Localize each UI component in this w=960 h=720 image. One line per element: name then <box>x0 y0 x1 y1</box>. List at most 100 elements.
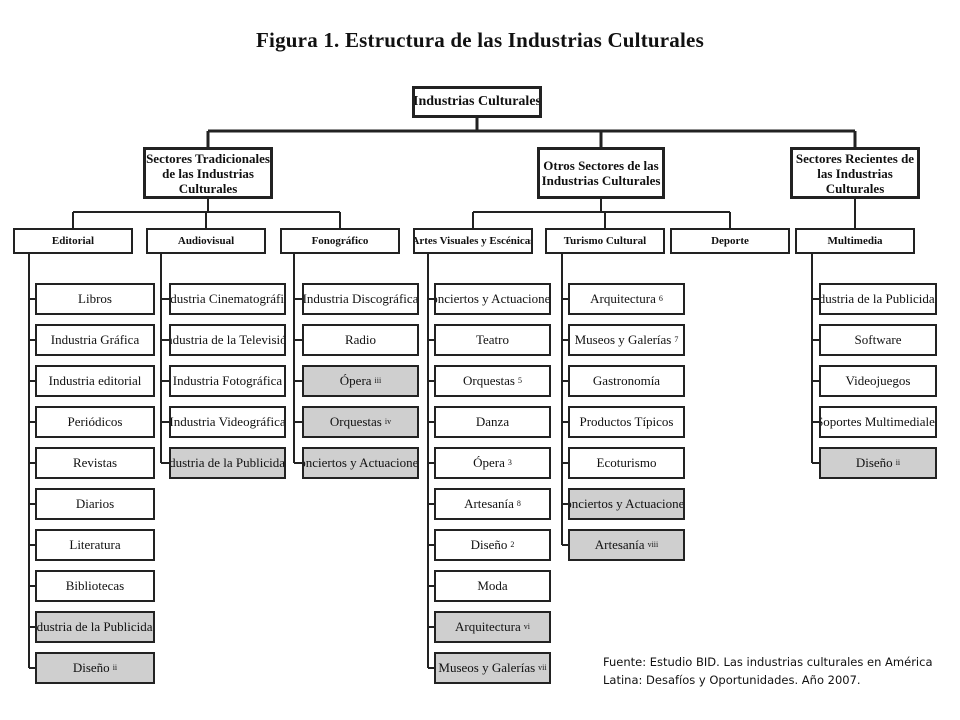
category-turismo: Turismo Cultural <box>545 228 665 254</box>
category-artes-label: Artes Visuales y Escénicas <box>413 235 533 247</box>
item-label: Literatura <box>69 537 121 552</box>
item-box: Industria Fotográfica <box>169 365 286 397</box>
item-box: Videojuegos <box>819 365 937 397</box>
item-box: Industria de la Publicidadi <box>169 447 286 479</box>
item-note: viii <box>647 540 659 549</box>
item-box: Literatura <box>35 529 155 561</box>
item-label: Periódicos <box>67 414 123 429</box>
item-label: Artesanía <box>594 537 645 552</box>
sector-traditional-label: Sectores Tradicionales de las Industrias… <box>146 150 270 196</box>
item-label: Industria de la Publicidad <box>35 619 155 634</box>
item-box: Moda <box>434 570 551 602</box>
root-box: Industrias Culturales <box>412 86 542 118</box>
item-label: Videojuegos <box>845 373 911 388</box>
category-fonografico: Fonográfico <box>280 228 400 254</box>
item-label: Artesanía <box>464 496 514 511</box>
item-label: Orquestas <box>329 414 382 429</box>
item-box: Bibliotecas <box>35 570 155 602</box>
item-label: Diseño <box>72 660 110 675</box>
item-note: ii <box>112 663 118 672</box>
item-label: Conciertos y Actuaciones <box>570 496 685 511</box>
item-label: Productos Típicos <box>579 414 674 429</box>
item-box: Industria de la Televisión <box>169 324 286 356</box>
sector-recent-label: Sectores Recientes de las Industrias Cul… <box>795 150 915 196</box>
item-label: Ópera <box>339 373 372 388</box>
item-note: 2 <box>510 540 515 549</box>
item-label: Danza <box>475 414 510 429</box>
item-box: Industria de la Publicidad1 <box>819 283 937 315</box>
item-label: Ecoturismo <box>596 455 657 470</box>
sector-recent-box: Sectores Recientes de las Industrias Cul… <box>790 147 920 199</box>
item-label: Museos y Galerías <box>438 660 536 675</box>
item-box: Software <box>819 324 937 356</box>
root-label: Industrias Culturales <box>413 94 541 109</box>
sector-traditional-box: Sectores Tradicionales de las Industrias… <box>143 147 273 199</box>
category-deporte-label: Deporte <box>711 235 749 247</box>
item-label: Arquitectura <box>590 291 656 306</box>
item-box: Conciertos y Actuaciones4 <box>434 283 551 315</box>
item-box: Conciertos y Actuacionesv <box>302 447 419 479</box>
item-label: Conciertos y Actuaciones <box>436 291 551 306</box>
item-label: Museos y Galerías <box>574 332 672 347</box>
category-editorial-label: Editorial <box>51 235 95 247</box>
item-box: Productos Típicos <box>568 406 685 438</box>
item-label: Industria de la Publicidad <box>819 291 937 306</box>
item-label: Moda <box>477 578 508 593</box>
category-multimedia: Multimedia <box>795 228 915 254</box>
category-turismo-label: Turismo Cultural <box>563 235 647 247</box>
item-note: 6 <box>658 294 663 303</box>
category-fonografico-label: Fonográfico <box>311 235 369 247</box>
item-label: Industria Fotográfica <box>172 373 283 388</box>
item-note: iii <box>374 376 382 385</box>
item-box: Industria Gráfica <box>35 324 155 356</box>
item-label: Industria Discográfica <box>302 291 419 306</box>
item-label: Industria de la Televisión <box>171 332 284 347</box>
item-note: ii <box>895 458 901 467</box>
item-note: iv <box>384 417 392 426</box>
item-box: Libros <box>35 283 155 315</box>
item-label: Libros <box>78 291 112 306</box>
item-box: Industria editorial <box>35 365 155 397</box>
category-multimedia-label: Multimedia <box>827 235 883 247</box>
category-editorial: Editorial <box>13 228 133 254</box>
item-label: Industria Videográfica <box>169 414 286 429</box>
item-note: 5 <box>518 376 522 385</box>
item-label: Soportes Multimediales <box>819 414 937 429</box>
item-label: Conciertos y Actuaciones <box>304 455 419 470</box>
item-label: Industria Cinematográfica <box>170 291 285 306</box>
item-box: Revistas <box>35 447 155 479</box>
item-box: Teatro <box>434 324 551 356</box>
item-box: Radio <box>302 324 419 356</box>
item-label: Industria Gráfica <box>50 332 140 347</box>
item-label: Diseño <box>470 537 508 552</box>
item-note: 8 <box>516 499 521 508</box>
item-box: Industria de la Publicidadi <box>35 611 155 643</box>
item-label: Arquitectura <box>455 619 521 634</box>
item-label: Industria de la Publicidad <box>169 455 286 470</box>
item-box: Periódicos <box>35 406 155 438</box>
sector-other-box: Otros Sectores de las Industrias Cultura… <box>537 147 665 199</box>
item-label: Orquestas <box>463 373 515 388</box>
item-label: Bibliotecas <box>65 578 125 593</box>
item-label: Industria editorial <box>48 373 142 388</box>
item-label: Diseño <box>855 455 893 470</box>
figure-title: Figura 1. Estructura de las Industrias C… <box>256 28 704 52</box>
item-label: Diarios <box>75 496 115 511</box>
item-label: Teatro <box>475 332 509 347</box>
item-box: Soportes Multimediales <box>819 406 937 438</box>
item-box: Ecoturismo <box>568 447 685 479</box>
source-note: Fuente: Estudio BID. Las industrias cult… <box>603 655 933 687</box>
item-label: Gastronomía <box>592 373 661 388</box>
